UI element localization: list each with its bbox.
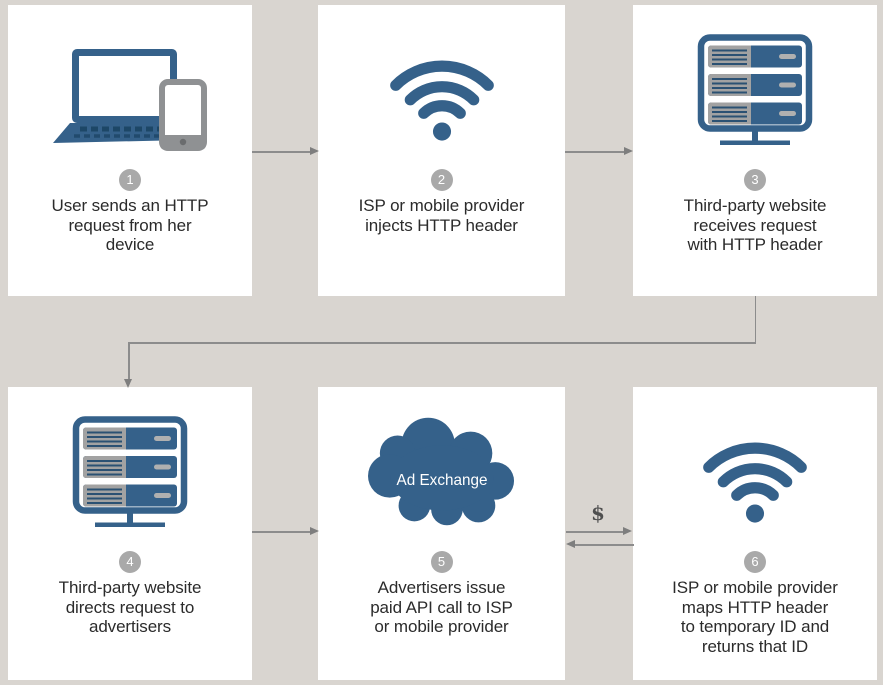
step-number-badge: 1 bbox=[119, 169, 141, 191]
arrowhead-right-icon bbox=[624, 147, 633, 155]
step-card-2: 2 ISP or mobile provider injects HTTP he… bbox=[318, 5, 565, 296]
server-icon bbox=[697, 33, 813, 145]
arrowhead-down-icon bbox=[124, 379, 132, 388]
step-caption: Third-party website directs request to a… bbox=[58, 578, 202, 636]
step-number-badge: 3 bbox=[744, 169, 766, 191]
step-caption: ISP or mobile provider maps HTTP header … bbox=[672, 578, 838, 656]
laptop-and-phone-icon bbox=[53, 48, 207, 151]
step-number-badge: 4 bbox=[119, 551, 141, 573]
arrow-step6-to-step5 bbox=[575, 544, 634, 546]
step-card-1: 1 User sends an HTTP request from her de… bbox=[8, 5, 252, 296]
step-caption: Third-party website receives request wit… bbox=[683, 196, 827, 254]
arrowhead-left-icon bbox=[566, 540, 575, 548]
step-card-6: 6 ISP or mobile provider maps HTTP heade… bbox=[633, 387, 877, 680]
step-number-badge: 5 bbox=[430, 551, 453, 573]
step-2-icon-area bbox=[318, 5, 565, 166]
step-caption: ISP or mobile provider injects HTTP head… bbox=[358, 196, 525, 235]
arrowhead-right-icon bbox=[310, 527, 319, 535]
step-number-badge: 2 bbox=[430, 169, 453, 191]
step-card-3: 3 Third-party website receives request w… bbox=[633, 5, 877, 296]
connector-step3-to-step4-segment bbox=[754, 296, 756, 342]
arrowhead-right-icon bbox=[623, 527, 632, 535]
step-6-icon-area bbox=[633, 387, 877, 548]
connector-step3-to-step4-segment bbox=[128, 342, 130, 380]
step-1-icon-area bbox=[8, 5, 252, 166]
money-symbol: $ bbox=[591, 501, 605, 525]
step-number-badge: 6 bbox=[744, 551, 766, 573]
server-icon bbox=[72, 415, 188, 527]
wifi-icon bbox=[389, 60, 494, 141]
step-card-4: 4 Third-party website directs request to… bbox=[8, 387, 252, 680]
step-5-icon-area: Ad Exchange bbox=[318, 387, 565, 548]
step-caption: Advertisers issue paid API call to ISP o… bbox=[370, 578, 513, 636]
step-3-icon-area bbox=[633, 5, 877, 166]
wifi-icon bbox=[703, 442, 807, 523]
arrow-step5-to-step6 bbox=[566, 531, 623, 533]
step-card-5: Ad Exchange 5 Advertisers issue paid API… bbox=[318, 387, 565, 680]
arrow-step2-to-step3 bbox=[565, 151, 624, 153]
arrow-step4-to-step5 bbox=[252, 531, 310, 533]
step-4-icon-area bbox=[8, 387, 252, 548]
connector-step3-to-step4-segment bbox=[128, 342, 756, 344]
ad-exchange-cloud-icon: Ad Exchange bbox=[367, 417, 514, 525]
arrow-step1-to-step2 bbox=[252, 151, 310, 153]
cloud-label: Ad Exchange bbox=[396, 471, 487, 488]
step-caption: User sends an HTTP request from her devi… bbox=[51, 196, 209, 254]
arrowhead-right-icon bbox=[310, 147, 319, 155]
